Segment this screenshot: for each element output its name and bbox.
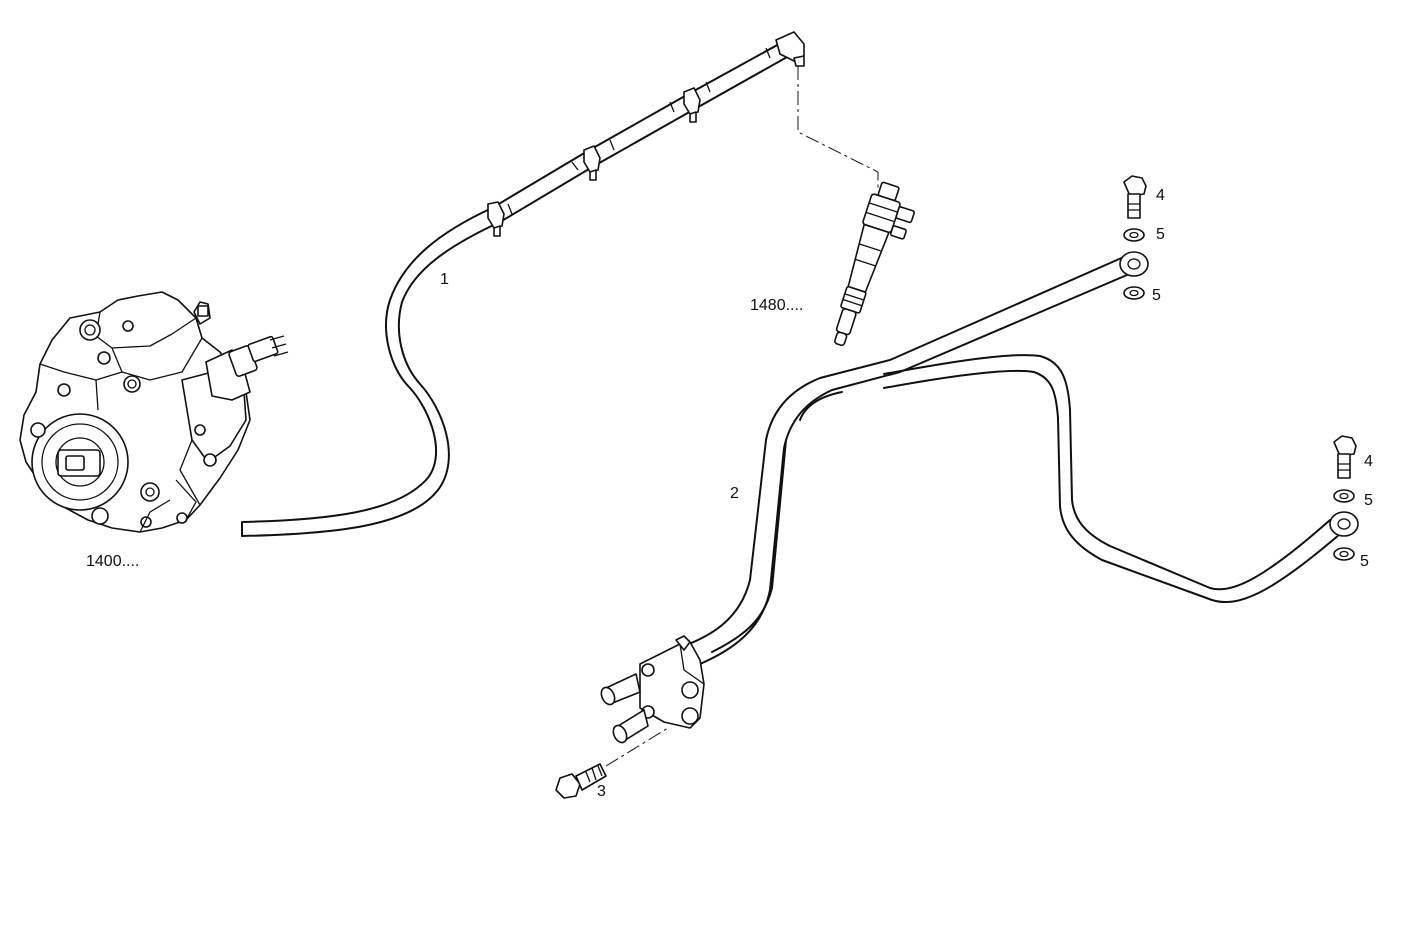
- label-washer-5-upper-a: 5: [1156, 226, 1165, 243]
- banjo-bolt-upper[interactable]: [1123, 175, 1147, 219]
- label-pipe-1: 1: [440, 271, 449, 288]
- label-bolt-4-lower: 4: [1364, 453, 1373, 470]
- assembly-line-injector: [797, 66, 879, 190]
- label-injector: 1480....: [750, 297, 803, 314]
- assembly-line-screw: [605, 727, 669, 767]
- banjo-bolt-lower[interactable]: [1333, 435, 1357, 479]
- washer-upper-bottom[interactable]: [1123, 286, 1145, 300]
- pipe-2-twin-line[interactable]: [599, 251, 1359, 745]
- label-screw-3: 3: [597, 783, 606, 800]
- label-pump: 1400....: [86, 553, 139, 570]
- label-pipe-2: 2: [730, 485, 739, 502]
- label-washer-5-lower-a: 5: [1364, 492, 1373, 509]
- label-washer-5-upper-b: 5: [1152, 287, 1161, 304]
- label-washer-5-lower-b: 5: [1360, 553, 1369, 570]
- washer-lower-top[interactable]: [1333, 489, 1355, 503]
- high-pressure-pump[interactable]: [19, 291, 289, 533]
- washer-upper-top[interactable]: [1123, 228, 1145, 242]
- fuel-injector[interactable]: [825, 180, 921, 354]
- screw-3[interactable]: [555, 763, 607, 799]
- pipe-1-return-line[interactable]: [241, 31, 805, 537]
- label-bolt-4-upper: 4: [1156, 187, 1165, 204]
- washer-lower-bottom[interactable]: [1333, 547, 1355, 561]
